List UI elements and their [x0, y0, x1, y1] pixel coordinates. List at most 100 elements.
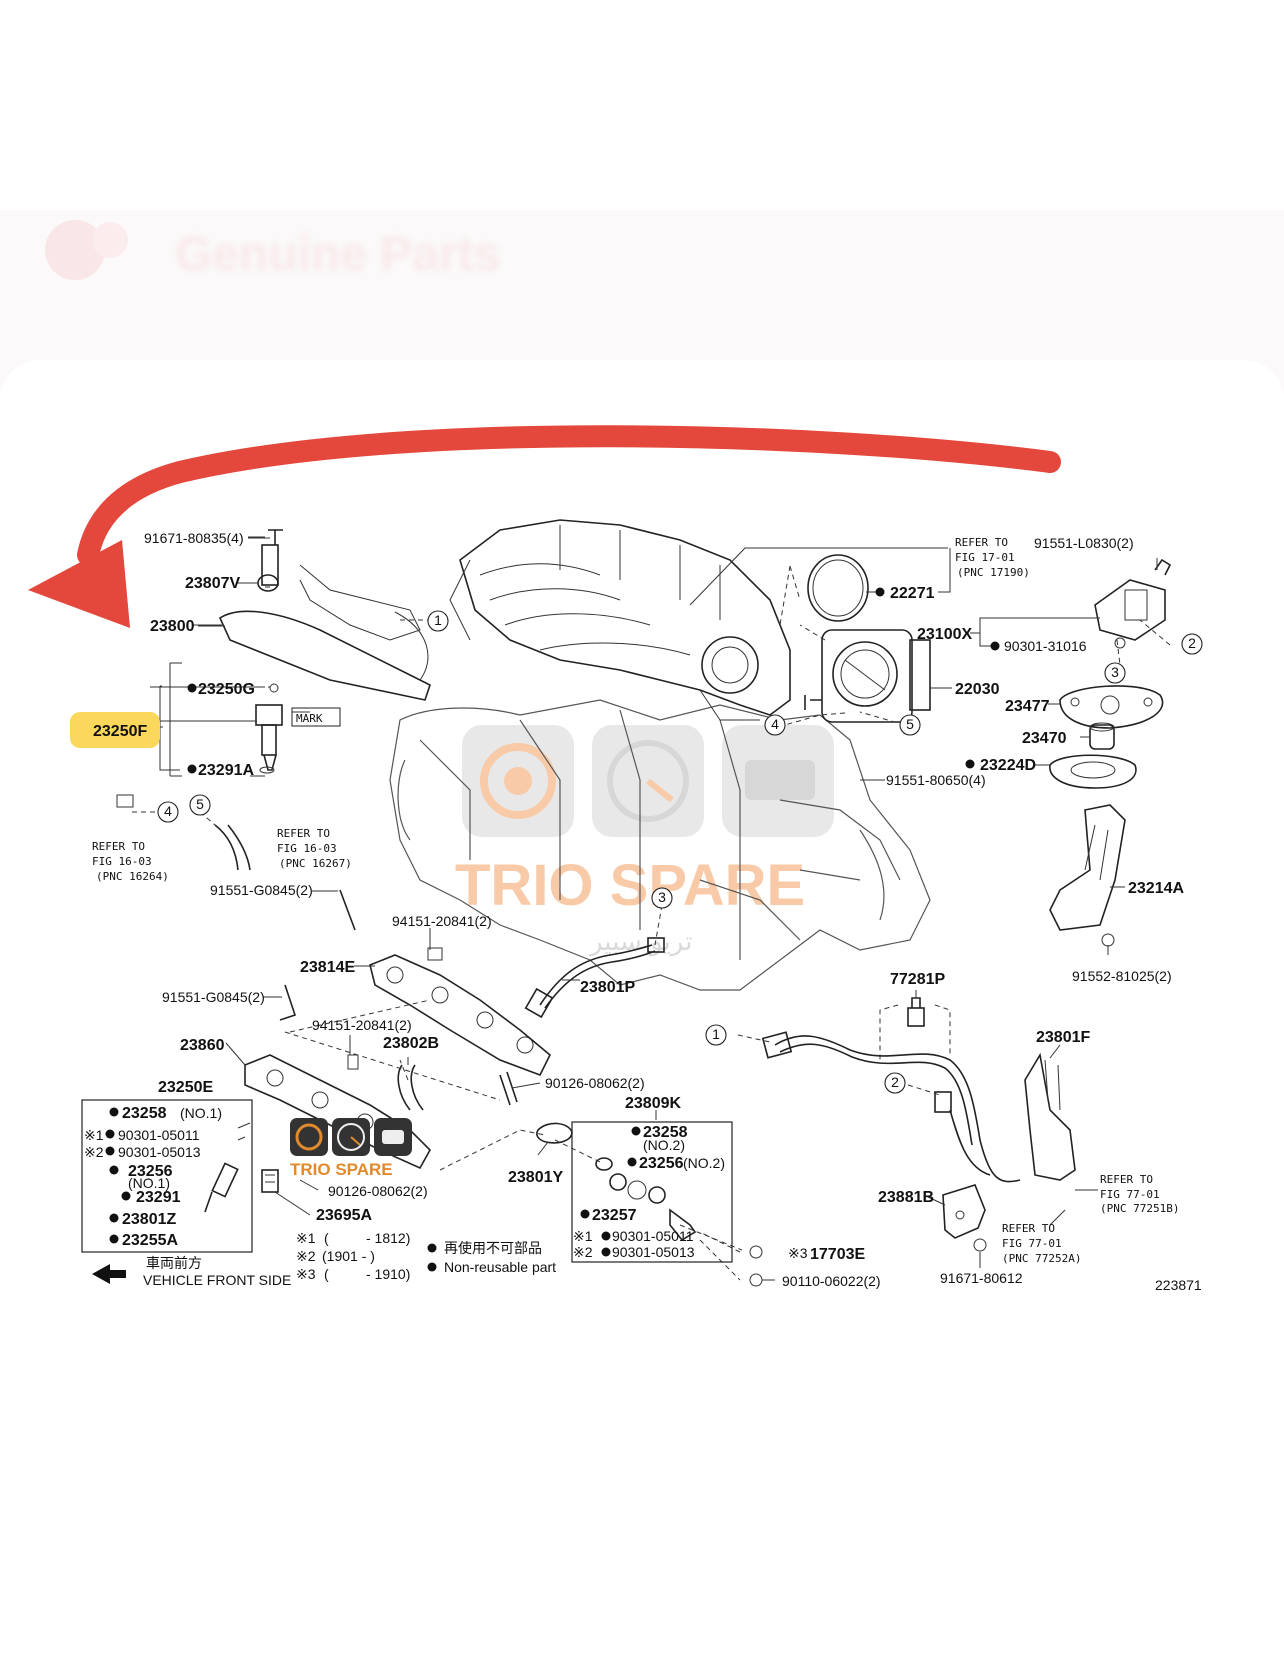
pipe-23801P — [524, 937, 665, 1019]
callout-2-bottom: 2 — [891, 1074, 899, 1090]
injector-23250E-parts — [204, 1122, 251, 1213]
legend-r3-mark: ※3 — [296, 1266, 316, 1282]
refer-77-01-right-line3: (PNC 77251B) — [1100, 1202, 1179, 1215]
bracket-23250F-geom — [160, 662, 182, 777]
label-23802B: 23802B — [383, 1035, 439, 1052]
label-23214A: 23214A — [1128, 880, 1184, 897]
injector-kit-parts — [595, 1157, 763, 1287]
label-23100X: 23100X — [917, 626, 972, 643]
label-23814E: 23814E — [300, 959, 355, 976]
logo-brand: TRIO SPARE — [290, 1160, 393, 1179]
label-23470: 23470 — [1022, 730, 1067, 747]
label-90126-08062-a: 90126-08062(2) — [545, 1075, 645, 1091]
box-left-23258-sub: (NO.1) — [180, 1105, 222, 1121]
box-mid-90301-05013: 90301-05013 — [612, 1244, 695, 1260]
callout-1-top: 1 — [434, 612, 442, 628]
label-22271: 22271 — [890, 585, 935, 602]
highlight-23250F — [70, 712, 160, 748]
label-91551-G0845-b: 91551-G0845(2) — [162, 989, 265, 1005]
throttle-body — [804, 629, 931, 723]
pipe-left — [116, 794, 251, 871]
legend-r2-val: (1901 - ) — [322, 1248, 375, 1264]
label-94151-20841-a: 94151-20841(2) — [392, 913, 492, 929]
clip-23695A — [261, 1169, 279, 1193]
label-17703E: 17703E — [810, 1246, 865, 1263]
label-23801P: 23801P — [580, 979, 635, 996]
box-left-23258: 23258 — [122, 1105, 167, 1122]
callout-circles: 1 2 3 4 5 4 5 3 1 2 — [157, 610, 1203, 1094]
bracket-23881B — [942, 1184, 987, 1252]
legend-r1-val: - 1812) — [366, 1230, 410, 1246]
label-91551-80650: 91551-80650(4) — [886, 772, 986, 788]
watermark-brand-ar: تريو سبير — [588, 927, 692, 957]
legend-r3-val: - 1910) — [366, 1266, 410, 1282]
label-91552-81025: 91552-81025(2) — [1072, 968, 1172, 984]
label-91671-80612: 91671-80612 — [940, 1270, 1023, 1286]
refer-16-03-left-line1: REFER TO — [92, 840, 145, 853]
refer-16-03-mid-line1: REFER TO — [277, 827, 330, 840]
label-23809K: 23809K — [625, 1095, 681, 1112]
label-90126-08062-b: 90126-08062(2) — [328, 1183, 428, 1199]
label-23224D: 23224D — [980, 757, 1036, 774]
label-23477: 23477 — [1005, 698, 1050, 715]
label-23801Y: 23801Y — [508, 1169, 563, 1186]
callout-2-top: 2 — [1188, 635, 1196, 651]
refer-77-01-left-line1: REFER TO — [1002, 1222, 1055, 1235]
label-23807V: 23807V — [185, 575, 240, 592]
box-mid-23258: 23258 — [643, 1124, 688, 1141]
refer-16-03-left-line2: FIG 16-03 — [92, 855, 152, 868]
label-77281P: 77281P — [890, 971, 945, 988]
refer-17-01-line2: FIG 17-01 — [955, 551, 1015, 564]
label-91551-L0830: 91551-L0830(2) — [1034, 535, 1134, 551]
label-mark: MARK — [296, 712, 323, 725]
watermark-brand: TRIO SPARE — [455, 853, 805, 918]
box-left-23256-sub: (NO.1) — [128, 1175, 170, 1191]
box-left-90301-05013: 90301-05013 — [118, 1144, 201, 1160]
label-90110-06022: 90110-06022(2) — [782, 1273, 881, 1289]
box-mid-mark2: ※2 — [573, 1244, 593, 1260]
box-mid-23257: 23257 — [592, 1207, 637, 1224]
plate-23477 — [1059, 685, 1164, 729]
fuel-rail-23800 — [218, 529, 431, 701]
label-23250G: 23250G — [198, 681, 255, 698]
box-mid-90301-05011: 90301-05011 — [612, 1228, 694, 1244]
callout-4-left: 4 — [164, 803, 172, 819]
box-mid-23258-sub: (NO.2) — [643, 1137, 685, 1153]
fuel-line-23801F — [761, 1031, 1076, 1183]
callout-5-left: 5 — [196, 796, 204, 812]
legend-front-jp: 車両前方 — [146, 1255, 202, 1271]
box-mid-23256-sub: (NO.2) — [683, 1155, 725, 1171]
legend-r2-mark: ※2 — [296, 1248, 316, 1264]
injector-23250F — [255, 683, 283, 774]
stud-90126 — [499, 1071, 518, 1106]
refer-77-01-right-line2: FIG 77-01 — [1100, 1188, 1160, 1201]
bracket-23214A — [1049, 804, 1126, 947]
callout-1-bottom: 1 — [712, 1026, 720, 1042]
trio-spare-logo: TRIO SPARE — [290, 1118, 412, 1179]
watermark: TRIO SPARE تريو سبير — [455, 725, 834, 957]
refer-16-03-mid-line3: (PNC 16267) — [279, 857, 352, 870]
label-23250F: 23250F — [93, 723, 147, 740]
label-23695A: 23695A — [316, 1207, 372, 1224]
callout-3-mid: 3 — [658, 889, 666, 905]
engine-outline — [389, 699, 931, 991]
mark-tag — [291, 707, 341, 727]
refer-17-01-line3: (PNC 17190) — [957, 566, 1030, 579]
box-left-23255A: 23255A — [122, 1232, 178, 1249]
label-23800: 23800 — [150, 618, 195, 635]
legend-r1-open: ( — [324, 1230, 329, 1246]
box-left-mark1: ※1 — [84, 1127, 104, 1143]
legend-r3-open: ( — [324, 1266, 329, 1282]
gasket-23224D — [1049, 754, 1137, 789]
label-23801F: 23801F — [1036, 1029, 1090, 1046]
callout-3-top: 3 — [1111, 664, 1119, 680]
refer-16-03-mid-line2: FIG 16-03 — [277, 842, 337, 855]
box-left-mark2: ※2 — [84, 1144, 104, 1160]
label-90301-31016: 90301-31016 — [1004, 638, 1087, 654]
legend-nonreusable-en: Non-reusable part — [444, 1259, 556, 1275]
box-left-23256: 23256 — [128, 1163, 173, 1180]
legend-nonreusable-jp: 再使用不可部品 — [444, 1240, 542, 1256]
callout-5-top: 5 — [906, 716, 914, 732]
label-91551-G0845-a: 91551-G0845(2) — [210, 882, 313, 898]
